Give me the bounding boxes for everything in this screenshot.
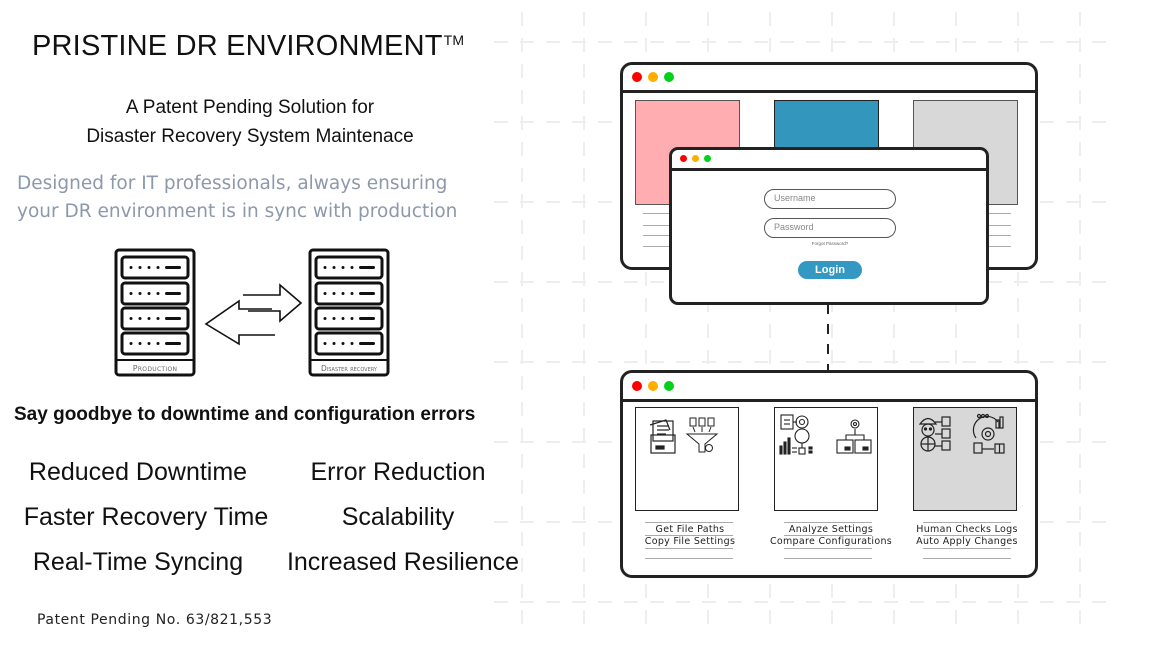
step-2-line-1: Analyze Settings xyxy=(788,524,874,535)
step-2-line-2: Compare Configurations xyxy=(769,536,893,547)
minimize-dot-icon xyxy=(692,155,699,162)
text-line xyxy=(643,246,673,247)
sync-arrows-icon xyxy=(204,283,303,346)
text-line xyxy=(643,235,673,236)
minimize-dot-icon xyxy=(648,381,658,391)
label-divider xyxy=(784,548,872,549)
process-window: Get File Paths Copy File Settings xyxy=(620,370,1038,578)
production-label: Production xyxy=(133,364,178,373)
description-line-1: Designed for IT professionals, always en… xyxy=(17,173,448,194)
login-titlebar xyxy=(672,150,986,171)
dashed-connector xyxy=(827,304,829,372)
text-line xyxy=(643,225,673,226)
disaster-recovery-label: Disaster recovery xyxy=(321,364,378,373)
text-line xyxy=(643,213,673,214)
process-titlebar xyxy=(623,373,1035,402)
label-divider xyxy=(645,535,733,536)
benefit-real-time-syncing: Real-Time Syncing xyxy=(32,548,244,576)
username-input[interactable]: Username xyxy=(764,189,896,209)
text-line xyxy=(987,246,1011,247)
description-line-2: your DR environment is in sync with prod… xyxy=(17,201,458,222)
label-divider xyxy=(645,548,733,549)
label-divider xyxy=(784,558,872,559)
patent-note: Patent Pending No. 63/821,553 xyxy=(37,612,273,628)
minimize-dot-icon xyxy=(648,72,658,82)
step-3-panel xyxy=(913,407,1017,511)
production-server-icon xyxy=(114,248,196,377)
label-divider xyxy=(923,522,1011,523)
step-2-panel xyxy=(774,407,878,511)
login-window: Username Password Forgot Password? Login xyxy=(669,147,989,305)
benefit-increased-resilience: Increased Resilience xyxy=(286,548,520,576)
tagline: Say goodbye to downtime and configuratio… xyxy=(14,404,476,425)
step-3-line-1: Human Checks Logs xyxy=(916,524,1018,535)
maximize-dot-icon xyxy=(664,381,674,391)
password-input[interactable]: Password xyxy=(764,218,896,238)
folder-network-gear-icon xyxy=(836,419,872,454)
step-1-line-1: Get File Paths xyxy=(655,524,725,535)
automation-cycle-icon xyxy=(972,413,1005,454)
trademark-symbol: TM xyxy=(443,32,465,48)
close-dot-icon xyxy=(680,155,687,162)
label-divider xyxy=(784,535,872,536)
forgot-password-link[interactable]: Forgot Password? xyxy=(811,241,849,246)
label-divider xyxy=(645,558,733,559)
maximize-dot-icon xyxy=(664,72,674,82)
benefit-scalability: Scalability xyxy=(341,503,455,531)
benefit-reduced-downtime: Reduced Downtime xyxy=(28,458,248,486)
label-divider xyxy=(923,558,1011,559)
step-3-line-2: Auto Apply Changes xyxy=(916,536,1018,547)
subtitle-line-2: Disaster Recovery System Maintenace xyxy=(86,126,414,147)
analytics-magnifier-icon xyxy=(779,414,813,455)
step-1-panel xyxy=(635,407,739,511)
page-title: PRISTINE DR ENVIRONMENTTM xyxy=(32,30,465,62)
close-dot-icon xyxy=(632,72,642,82)
file-filter-funnel-icon xyxy=(685,417,719,453)
label-divider xyxy=(923,548,1011,549)
close-dot-icon xyxy=(632,381,642,391)
engineer-icon xyxy=(918,416,951,452)
server-sync-illustration: Production Disaster recovery xyxy=(114,248,390,377)
dashboard-titlebar xyxy=(623,65,1035,93)
benefit-faster-recovery: Faster Recovery Time xyxy=(23,503,269,531)
text-line xyxy=(987,235,1011,236)
label-divider xyxy=(645,522,733,523)
label-divider xyxy=(784,522,872,523)
text-line xyxy=(987,225,1011,226)
maximize-dot-icon xyxy=(704,155,711,162)
text-line xyxy=(987,213,1011,214)
disaster-recovery-server-icon xyxy=(308,248,390,377)
login-button[interactable]: Login xyxy=(798,261,862,279)
benefit-error-reduction: Error Reduction xyxy=(310,458,486,486)
folder-documents-icon xyxy=(649,419,676,454)
label-divider xyxy=(923,535,1011,536)
step-1-line-2: Copy File Settings xyxy=(644,536,736,547)
subtitle-line-1: A Patent Pending Solution for xyxy=(125,97,375,118)
